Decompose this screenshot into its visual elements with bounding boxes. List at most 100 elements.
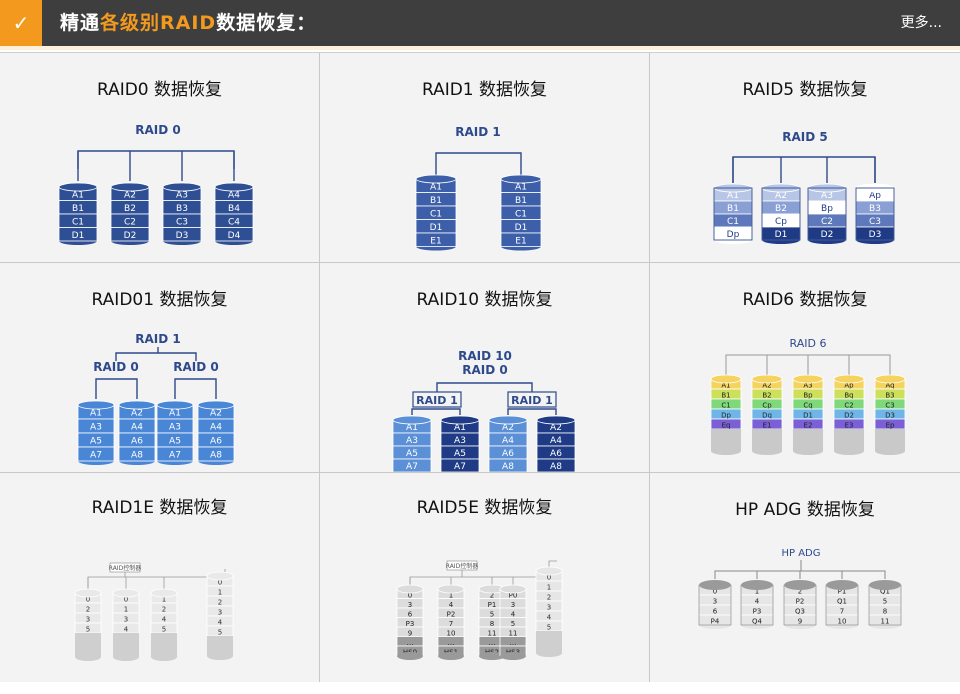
disk-segment-label: 5 xyxy=(162,626,166,634)
disk-top xyxy=(162,182,202,192)
disk-segment-label: 3 xyxy=(408,601,412,609)
connector-line xyxy=(87,569,226,591)
disk-base xyxy=(536,631,562,653)
disk-bottom xyxy=(151,653,177,661)
disk-segment-label: 3 xyxy=(713,598,717,606)
cell-raid5e[interactable]: RAID5E 数据恢复 RAID控制器036P39…HS014P2710…HS1… xyxy=(320,473,649,682)
disk-segment-label: 0 xyxy=(124,596,128,604)
disk-segment-label: Ep xyxy=(886,422,895,430)
connector-line xyxy=(95,378,138,399)
disk-segment-label: D1 xyxy=(430,223,443,233)
disk-bottom xyxy=(711,447,741,455)
disk-segment xyxy=(110,227,150,242)
disk-segment-label: A1 xyxy=(169,409,181,419)
disk-top xyxy=(197,400,235,410)
disk-segment-label: 0 xyxy=(218,579,222,587)
disk-bottom xyxy=(207,652,233,660)
disk-segment-label: P4 xyxy=(711,618,720,626)
disk-segment-label: 9 xyxy=(408,629,412,637)
check-icon: ✓ xyxy=(0,0,42,46)
disk-top xyxy=(536,415,576,425)
more-link[interactable]: 更多... xyxy=(900,15,942,31)
connector-line xyxy=(174,378,217,399)
page-title: 精通各级别RAID数据恢复： xyxy=(60,0,316,46)
disk-segment-label: 1 xyxy=(449,591,453,599)
disk-segment-label: D1 xyxy=(775,230,788,240)
disk-top xyxy=(156,400,194,410)
disk-segment-label: 10 xyxy=(447,629,456,637)
disk-segment-label: 8 xyxy=(883,608,887,616)
cell-title: HP ADG 数据恢复 xyxy=(735,500,875,520)
disk-segment-label: A7 xyxy=(454,462,466,472)
disk-segment-label: A3 xyxy=(169,423,181,433)
disk-segment-label: D3 xyxy=(176,231,189,241)
disk-segment-label: Cp xyxy=(762,402,772,410)
connector-line xyxy=(411,408,461,415)
disk-segment-label: A6 xyxy=(550,449,562,459)
disk-segment-label: B1 xyxy=(72,204,84,214)
disk-segment-label: 5 xyxy=(218,629,222,637)
disk-segment-label: P3 xyxy=(406,620,415,628)
disk-top xyxy=(784,580,816,590)
disk-segment-label: A2 xyxy=(124,190,136,200)
disk-bottom xyxy=(752,447,782,455)
connector-line xyxy=(77,150,235,169)
disk-segment-label: Eq xyxy=(722,422,731,430)
disk-bottom xyxy=(438,652,464,660)
disk-segment xyxy=(77,446,115,462)
disk-segment-label: D1 xyxy=(72,231,85,241)
disk-segment-label: D1 xyxy=(803,412,813,420)
disk-segment-label: 3 xyxy=(511,601,515,609)
disk-top xyxy=(741,580,773,590)
disk-segment-label: A3 xyxy=(821,191,833,201)
raid-level-label: RAID 5 xyxy=(782,130,827,144)
header-bar: ✓ 精通各级别RAID数据恢复： 更多... xyxy=(0,0,960,46)
disk-segment-label: C2 xyxy=(821,217,833,227)
disk-segment-label: 7 xyxy=(449,620,453,628)
disk-top xyxy=(392,415,432,425)
footer-strip xyxy=(0,682,960,694)
raid-level-label: RAID 0 xyxy=(93,360,138,374)
disk-segment-label: B1 xyxy=(721,392,730,400)
disk-segment-label: C1 xyxy=(430,209,442,219)
disk-segment-label: A2 xyxy=(131,409,143,419)
disk-segment-label: 0 xyxy=(86,596,90,604)
disk-segment-label: B4 xyxy=(228,204,240,214)
disk-segment-label: 2 xyxy=(162,606,166,614)
disk-segment-label: B3 xyxy=(885,392,894,400)
disk-segment-label: A5 xyxy=(169,437,181,447)
disk-segment-label: A7 xyxy=(406,462,418,472)
cell-title: RAID1E 数据恢复 xyxy=(91,498,228,518)
raid1-box xyxy=(412,391,462,408)
disk-segment xyxy=(118,446,156,462)
disk-top xyxy=(499,584,527,594)
disk-top xyxy=(826,580,858,590)
disk-segment-label: B2 xyxy=(124,204,136,214)
disk-segment-label: 6 xyxy=(408,610,413,618)
disk-segment-label: A3 xyxy=(90,423,102,433)
disk-top xyxy=(869,580,901,590)
disk-segment-label: A6 xyxy=(131,437,143,447)
raid-level-label: HP ADG xyxy=(781,548,820,559)
disk-segment-label: Dp xyxy=(727,230,740,240)
disk-segment-label: 6 xyxy=(713,608,718,616)
disk-segment-label: 11 xyxy=(509,629,518,637)
disk-segment-label: B1 xyxy=(727,204,739,214)
disk-base xyxy=(711,429,741,451)
